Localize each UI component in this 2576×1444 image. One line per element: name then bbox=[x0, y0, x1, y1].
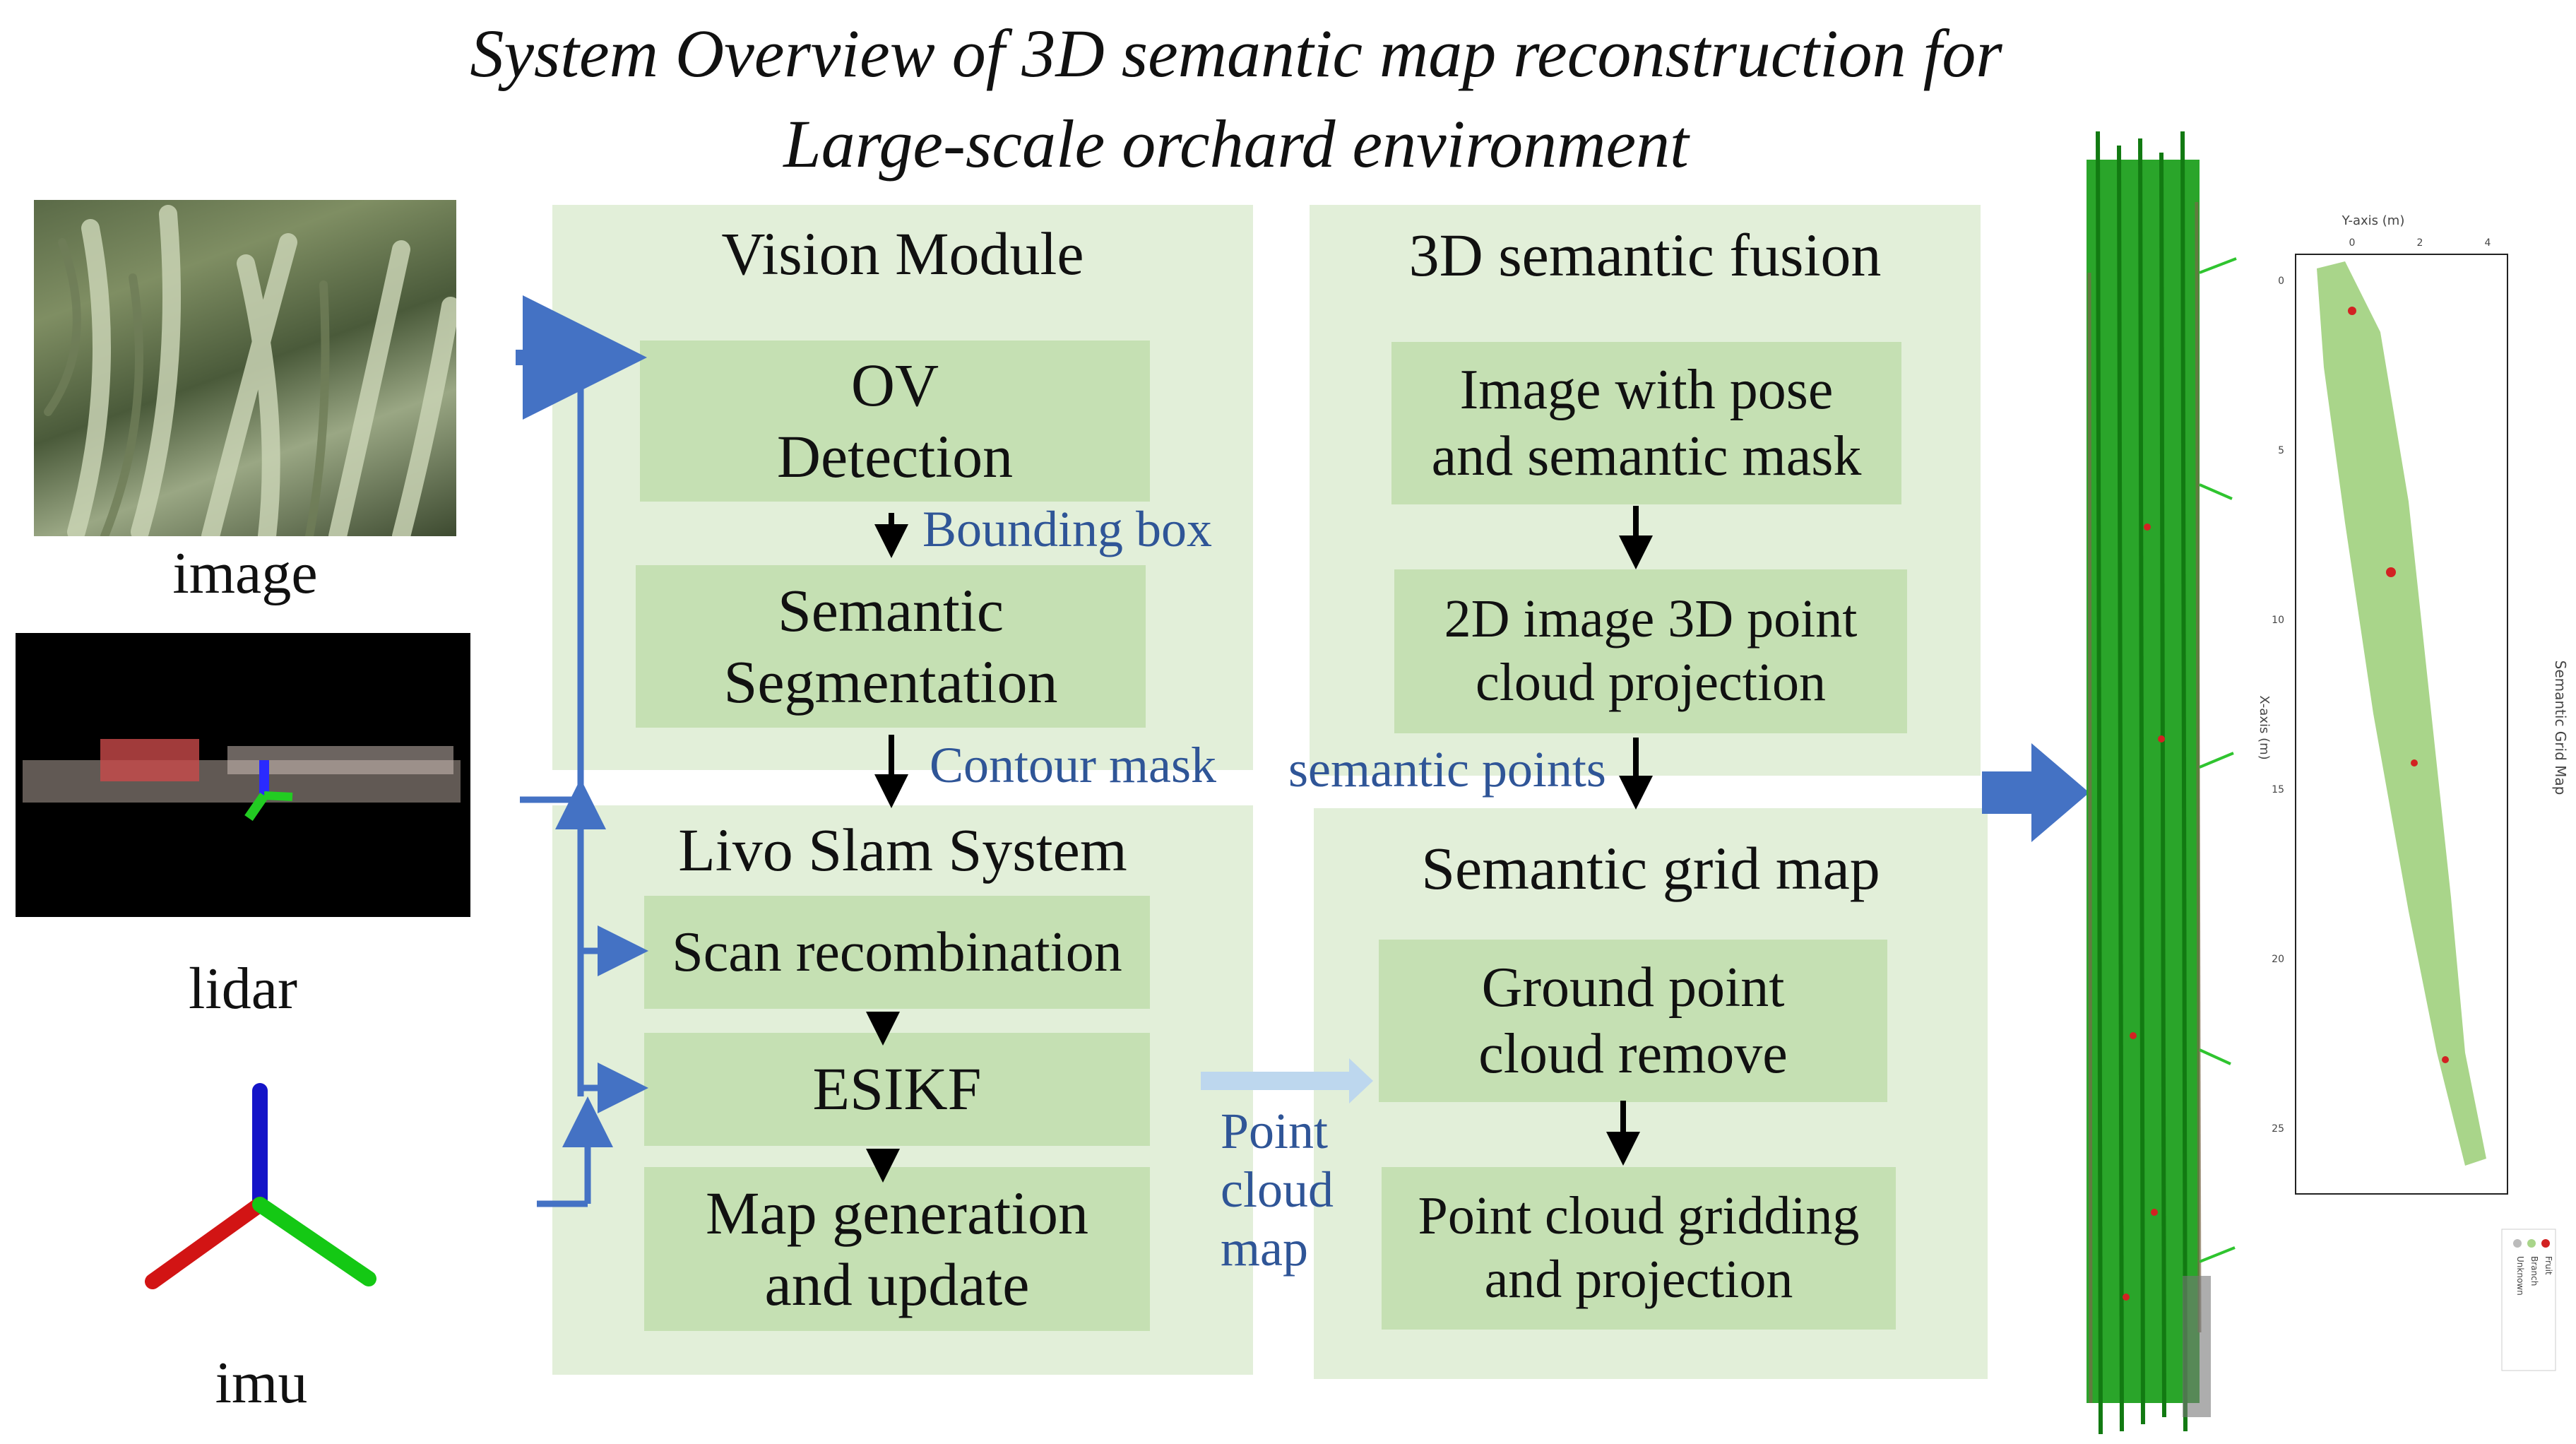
semantic-segmentation-line-1: Semantic bbox=[777, 576, 1004, 644]
grid-plot-xtick-1: 2 bbox=[2417, 237, 2423, 249]
image-pose-line-2: and semantic mask bbox=[1431, 425, 1862, 487]
output-arrow bbox=[1982, 743, 2089, 842]
legend-fruit: Fruit bbox=[2544, 1256, 2553, 1275]
livo-slam-heading: Livo Slam System bbox=[678, 816, 1127, 884]
grid-plot-xlabel: Y-axis (m) bbox=[2341, 213, 2405, 228]
grid-plot-xtick-2: 4 bbox=[2485, 237, 2491, 249]
camera-image bbox=[34, 200, 456, 536]
point-cloud-map-line-3: map bbox=[1221, 1219, 1308, 1277]
grid-plot-ytick-4: 20 bbox=[2272, 954, 2284, 965]
point-cloud-map-arrowhead bbox=[1349, 1058, 1373, 1103]
legend-branch: Branch bbox=[2529, 1256, 2539, 1286]
title-line-1: System Overview of 3D semantic map recon… bbox=[470, 16, 2002, 91]
ground-remove-line-1: Ground point bbox=[1481, 956, 1785, 1019]
vision-module-heading: Vision Module bbox=[721, 220, 1084, 288]
image-pose-line-1: Image with pose bbox=[1459, 358, 1834, 421]
grid-plot-ytick-2: 10 bbox=[2272, 615, 2284, 626]
contour-mask-label: Contour mask bbox=[930, 737, 1216, 793]
point-cloud-map-line-1: Point bbox=[1221, 1103, 1329, 1159]
map-generation-line-1: Map generation bbox=[705, 1178, 1089, 1247]
imu-label: imu bbox=[215, 1350, 308, 1416]
esikf-box: ESIKF bbox=[644, 1033, 1150, 1146]
semantic-fusion-heading: 3D semantic fusion bbox=[1408, 221, 1882, 289]
scan-recombination-box: Scan recombination bbox=[644, 896, 1150, 1009]
bounding-box-label: Bounding box bbox=[922, 501, 1213, 557]
semantic-points-label: semantic points bbox=[1288, 741, 1606, 798]
grid-plot-legend: Fruit Branch Unknown bbox=[2501, 1229, 2556, 1371]
grid-plot-xtick-0: 0 bbox=[2349, 237, 2356, 249]
grid-plot-ytick-1: 5 bbox=[2278, 445, 2284, 456]
image-label: image bbox=[172, 540, 318, 606]
grid-plot-title: Semantic Grid Map bbox=[2552, 661, 2569, 795]
semantic-grid-plot: Y-axis (m) 0 2 4 0 5 10 15 20 25 X-axis … bbox=[2239, 205, 2576, 1420]
gridding-line-2: and projection bbox=[1484, 1250, 1793, 1309]
grid-plot-ytick-0: 0 bbox=[2278, 276, 2284, 287]
vegetation-point-cloud bbox=[2070, 131, 2239, 1435]
semantic-grid-heading: Semantic grid map bbox=[1421, 834, 1880, 902]
semantic-segmentation-line-2: Segmentation bbox=[723, 648, 1058, 716]
imu-axes-icon bbox=[141, 1081, 381, 1293]
grid-plot-region bbox=[2317, 261, 2486, 1166]
title-line-2: Large-scale orchard environment bbox=[783, 106, 1689, 182]
lidar-label: lidar bbox=[189, 956, 297, 1022]
map-generation-line-2: and update bbox=[764, 1250, 1030, 1318]
ov-detection-line-1: OV bbox=[850, 350, 939, 419]
projection-line-2: cloud projection bbox=[1476, 653, 1826, 712]
grid-plot-ytick-3: 15 bbox=[2272, 784, 2284, 795]
point-cloud-map-label: Point cloud map bbox=[1221, 1102, 1334, 1277]
grid-plot-ytick-5: 25 bbox=[2272, 1123, 2284, 1135]
legend-unknown: Unknown bbox=[2515, 1256, 2525, 1296]
lidar-image bbox=[16, 633, 470, 917]
ground-remove-line-2: cloud remove bbox=[1478, 1023, 1788, 1085]
grid-plot-ylabel: X-axis (m) bbox=[2257, 695, 2272, 759]
ov-detection-line-2: Detection bbox=[776, 422, 1014, 490]
gridding-line-1: Point cloud gridding bbox=[1418, 1186, 1860, 1246]
point-cloud-map-line-2: cloud bbox=[1221, 1161, 1334, 1218]
projection-line-1: 2D image 3D point bbox=[1444, 589, 1858, 649]
